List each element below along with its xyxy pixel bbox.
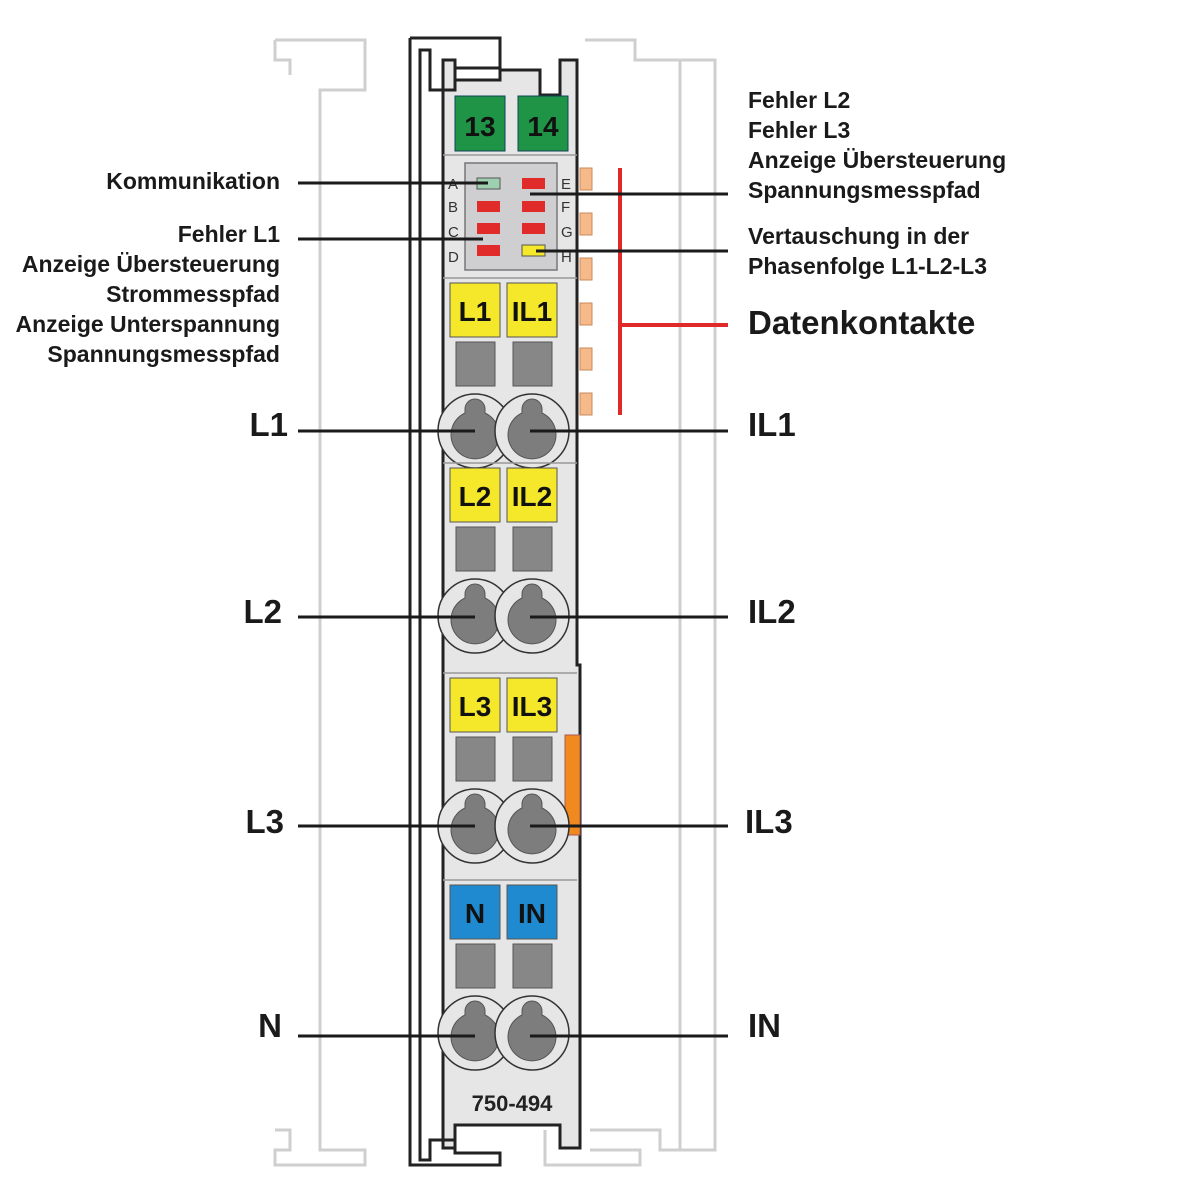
connection-il1: IL1 [748, 406, 796, 443]
connection-l3: L3 [245, 803, 284, 840]
connection-n: N [258, 1007, 282, 1044]
power-jumper-contact [564, 734, 581, 836]
callout-spannungsmesspfad: Spannungsmesspfad [748, 177, 981, 203]
led-letter-h: H [561, 249, 572, 266]
release-button[interactable] [455, 526, 496, 572]
connection-il2: IL2 [748, 593, 796, 630]
led-b [477, 201, 500, 212]
led-letter-g: G [561, 224, 573, 241]
callout-fehler-l1-line4: Anzeige Unterspannung [15, 311, 280, 337]
connection-l1: L1 [249, 406, 288, 443]
led-c [477, 223, 500, 234]
terminal-marker-label: IL1 [512, 296, 552, 327]
connection-il3: IL3 [745, 803, 793, 840]
callout-fehler-l1-line3: Strommesspfad [106, 281, 280, 307]
release-button[interactable] [512, 526, 553, 572]
led-letter-b: B [448, 199, 458, 216]
callout-fehler-l3: Fehler L3 [748, 117, 850, 143]
release-button[interactable] [512, 341, 553, 387]
terminal-13-label: 13 [464, 111, 495, 142]
right-callouts: Fehler L2 Fehler L3 Anzeige Übersteuerun… [745, 87, 1006, 1044]
led-e [522, 178, 545, 189]
led-letter-e: E [561, 176, 571, 193]
led-panel: A B C D E F G H [448, 162, 573, 271]
terminal-marker-label: IL2 [512, 481, 552, 512]
callout-uebersteuerung: Anzeige Übersteuerung [748, 147, 1006, 173]
terminal-marker-left [449, 677, 501, 733]
release-button[interactable] [455, 736, 496, 782]
terminal-marker-right [506, 677, 558, 733]
terminal-14-label: 14 [527, 111, 559, 142]
callout-vertauschung: Vertauschung in der [748, 223, 969, 249]
led-d [477, 245, 500, 256]
release-button[interactable] [455, 341, 496, 387]
terminal-marker-label: L2 [459, 481, 492, 512]
connection-l2: L2 [243, 593, 282, 630]
led-f [522, 201, 545, 212]
callout-lines [298, 181, 728, 1038]
callout-fehler-l1: Fehler L1 [178, 221, 280, 247]
wire-clamp-opening[interactable] [507, 793, 557, 855]
release-button[interactable] [512, 943, 553, 989]
datenkontakte-bracket [618, 168, 728, 415]
callout-fehler-l1-line5: Spannungsmesspfad [47, 341, 280, 367]
terminal-marker-label: L3 [459, 691, 492, 722]
terminal-marker-right [506, 884, 558, 940]
terminal-marker-label: L1 [459, 296, 492, 327]
part-number: 750-494 [472, 1091, 554, 1116]
release-button[interactable] [455, 943, 496, 989]
data-contacts [579, 167, 593, 416]
terminal-marker-label: N [465, 898, 485, 929]
terminal-marker-left [449, 467, 501, 523]
terminal-marker-right [506, 467, 558, 523]
led-g [522, 223, 545, 234]
terminal-marker-left [449, 884, 501, 940]
top-terminals: 13 14 [454, 95, 569, 152]
callout-fehler-l1-line2: Anzeige Übersteuerung [22, 251, 280, 277]
callout-phasenfolge: Phasenfolge L1-L2-L3 [748, 253, 987, 279]
wire-clamp-opening[interactable] [507, 398, 557, 460]
terminal-group-l1: L1 IL1 [437, 277, 577, 469]
left-callouts: Kommunikation Fehler L1 Anzeige Übersteu… [15, 168, 288, 1044]
wire-clamp-opening[interactable] [507, 583, 557, 645]
led-letter-d: D [448, 249, 459, 266]
callout-kommunikation: Kommunikation [106, 168, 280, 194]
terminal-group-n: N IN [437, 879, 577, 1071]
terminal-marker-right [506, 282, 558, 338]
led-letter-f: F [561, 199, 570, 216]
callout-datenkontakte: Datenkontakte [748, 304, 975, 341]
terminal-group-l2: L2 IL2 [437, 462, 577, 654]
terminal-marker-left [449, 282, 501, 338]
terminal-marker-label: IN [518, 898, 546, 929]
callout-fehler-l2: Fehler L2 [748, 87, 850, 113]
led-letter-c: C [448, 224, 459, 241]
terminal-marker-label: IL3 [512, 691, 552, 722]
connection-in: IN [748, 1007, 781, 1044]
ghost-modules [273, 38, 717, 1167]
wire-clamp-opening[interactable] [507, 1000, 557, 1062]
release-button[interactable] [512, 736, 553, 782]
